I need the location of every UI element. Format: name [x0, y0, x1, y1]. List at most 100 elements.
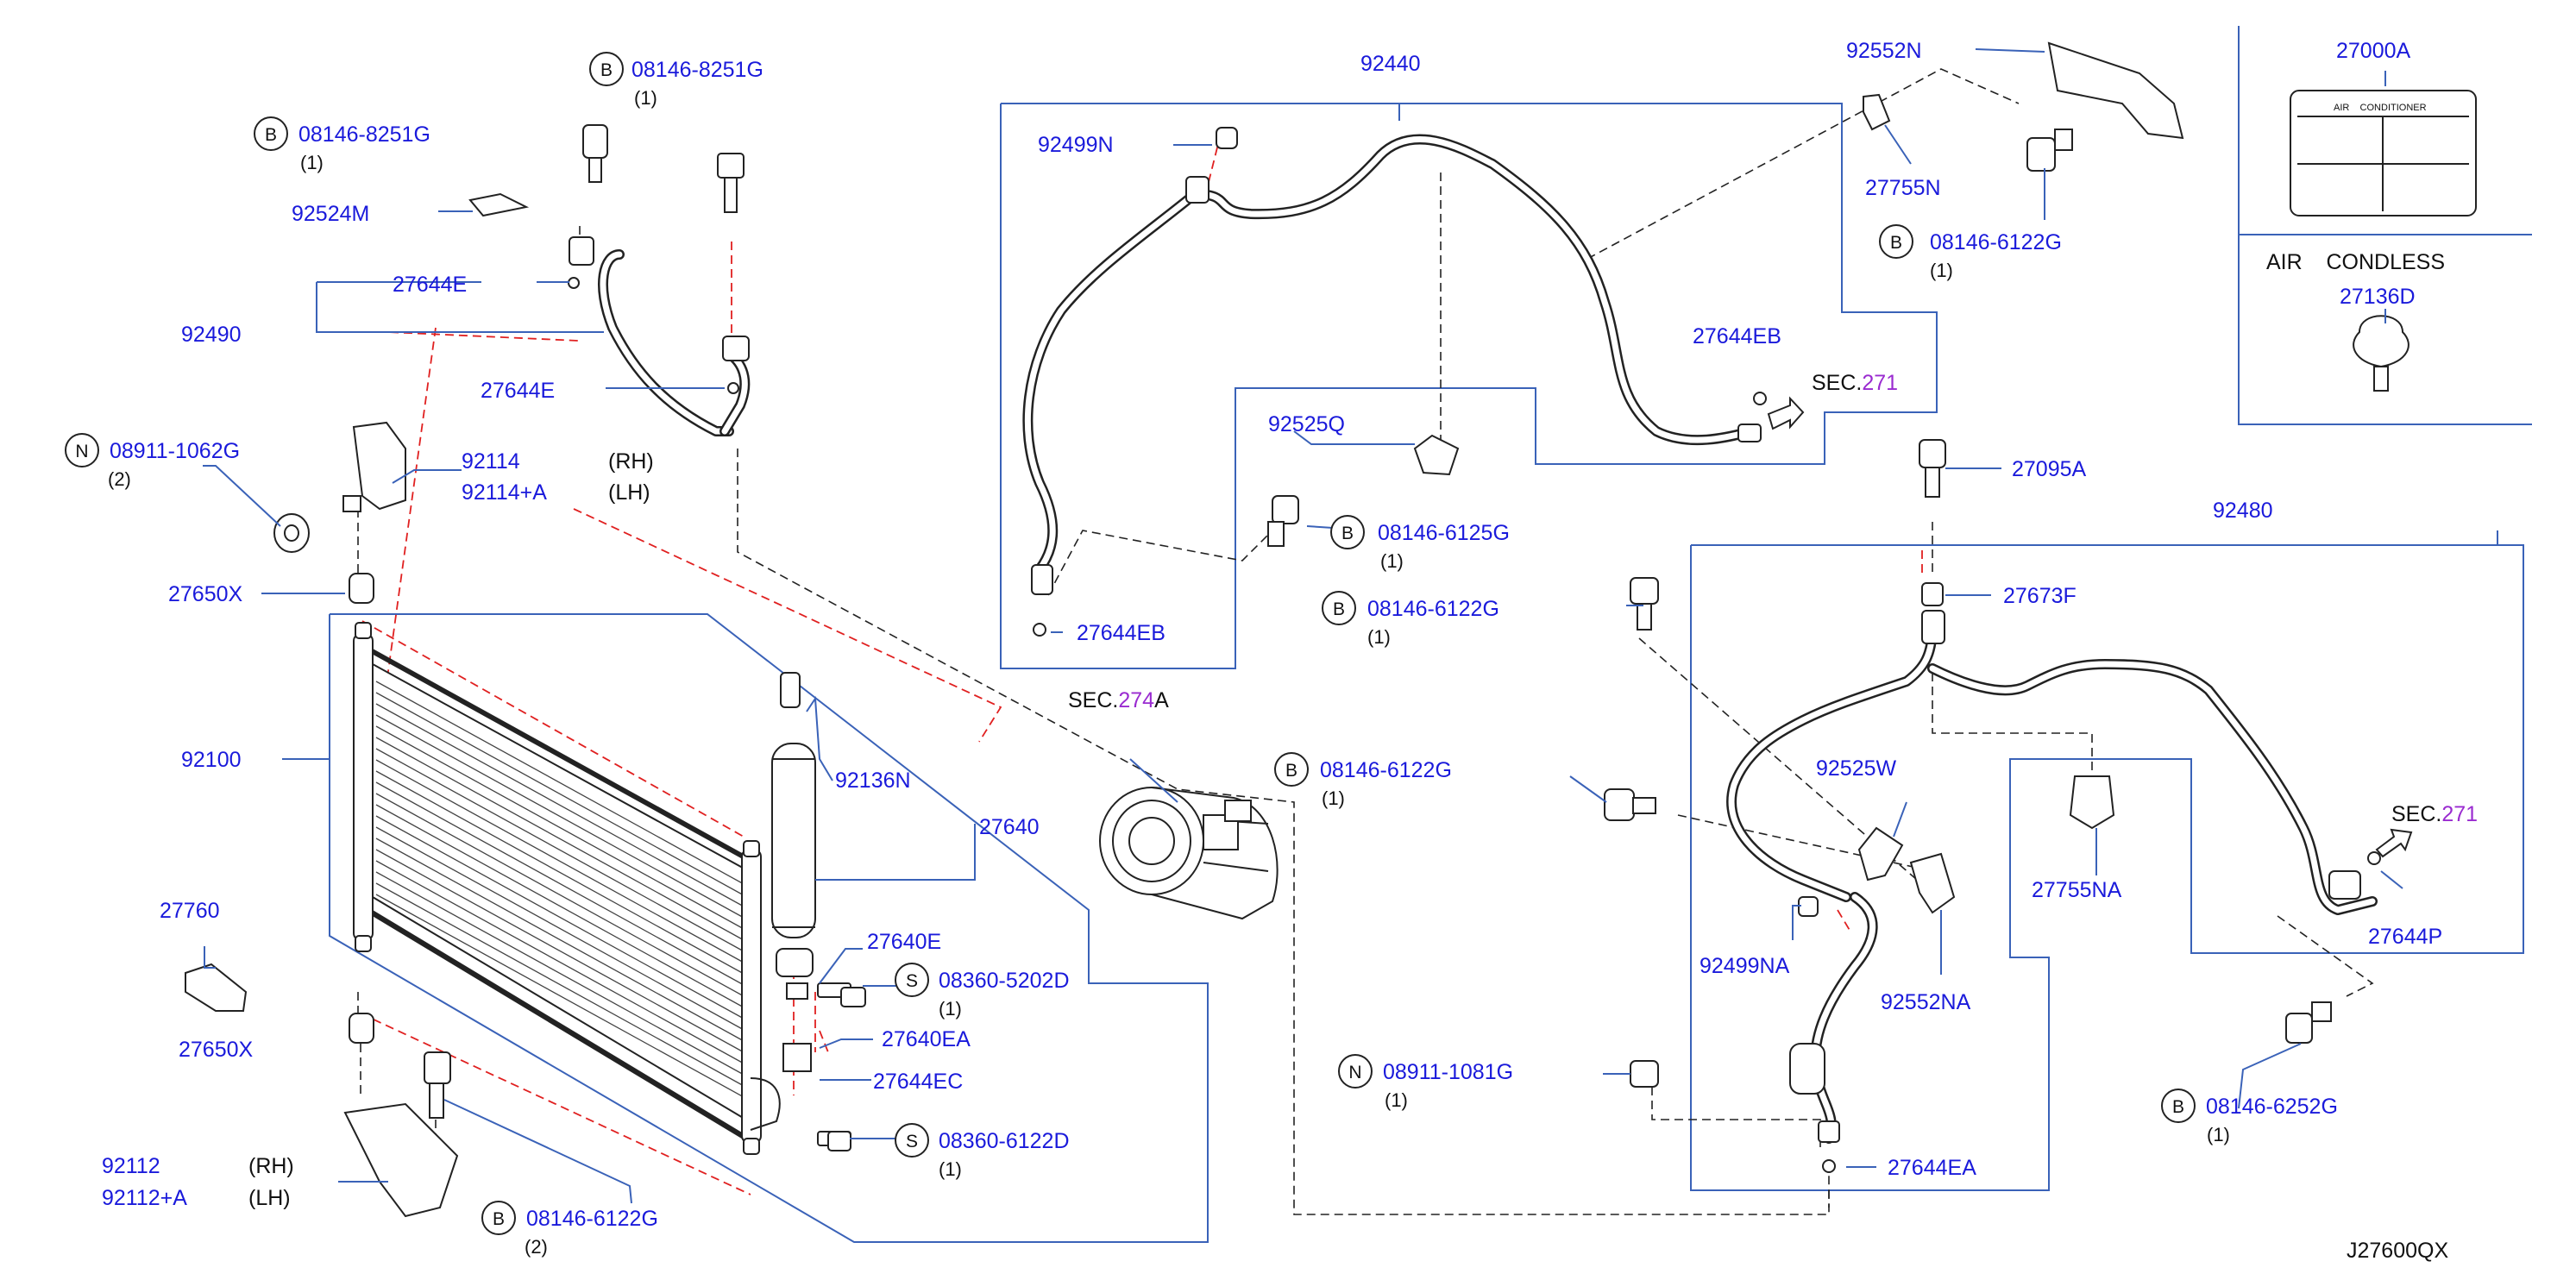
label-sec-271-a: SEC.271 [1812, 371, 1898, 395]
condenser-fin [375, 748, 746, 953]
bolt-icon [2026, 137, 2056, 172]
label-27644EA: 27644EA [1888, 1156, 1976, 1180]
label-rh: (RH) [608, 449, 654, 474]
label-nut-08911-1081G: 08911-1081G [1383, 1060, 1513, 1084]
circle-letter-b: B [493, 1209, 505, 1229]
label-92480: 92480 [2213, 499, 2273, 523]
label-92112A: 92112+A [102, 1186, 187, 1210]
circle-letter-b: B [265, 125, 277, 145]
arrow-right-icon [1767, 396, 1805, 430]
label-92524M: 92524M [292, 202, 369, 226]
label-bolt-08146-8251G-top: 08146-8251G [631, 58, 763, 82]
label-qty: (2) [525, 1236, 548, 1258]
cap-27673F [1921, 582, 1944, 606]
mount-27650X-lower [349, 1013, 374, 1044]
label-27644E-a: 27644E [393, 273, 467, 297]
hose-92490 [568, 236, 751, 436]
label-27760: 27760 [160, 899, 220, 923]
label-qty: (1) [1380, 550, 1404, 572]
clamp-92525Q [1413, 434, 1460, 476]
label-27640E: 27640E [867, 930, 941, 954]
label-bolt-08146-6122G-mid: 08146-6122G [1367, 597, 1499, 621]
label-27095A: 27095A [2012, 457, 2087, 481]
hose-92440 [1022, 134, 1767, 637]
label-92136N: 92136N [835, 769, 911, 793]
nut-icon [273, 513, 310, 553]
circled-letters: B B N B S S B B B B N B [65, 52, 2196, 1235]
clamp-92525W [1857, 826, 1904, 882]
label-27644P: 27644P [2368, 925, 2442, 949]
label-qty: (1) [1930, 260, 1953, 281]
circle-letter-b: B [600, 60, 613, 80]
condenser-fin [375, 849, 746, 1054]
hardware-parts [185, 41, 2477, 1218]
circle-letter-b: B [1341, 524, 1354, 543]
screw-icon [827, 1131, 851, 1151]
circle-letter-b: B [2172, 1097, 2184, 1117]
label-air-condless: AIR CONDLESS [2266, 250, 2445, 274]
condenser-fin [375, 826, 746, 1032]
label-bolt-08146-6122G-tr: 08146-6122G [1930, 230, 2062, 254]
condenser-fin [375, 770, 746, 976]
condenser-fin [375, 759, 746, 964]
label-sec-271-b: SEC.271 [2391, 802, 2478, 826]
label-92499NA: 92499NA [1700, 954, 1790, 978]
condenser-fin [375, 838, 746, 1043]
compressor [1099, 787, 1279, 920]
label-27650X-a: 27650X [168, 582, 243, 606]
label-27136D: 27136D [2340, 285, 2416, 309]
clip-92524M [468, 192, 530, 217]
label-bolt-08146-6125G: 08146-6125G [1378, 521, 1510, 545]
condenser-fin [375, 681, 746, 886]
label-27650X-b: 27650X [179, 1038, 254, 1062]
label-screw-08360-6122D: 08360-6122D [939, 1129, 1070, 1153]
label-lh: (LH) [248, 1186, 291, 1210]
label-92114A: 92114+A [462, 480, 547, 505]
circle-letter-b: B [1285, 761, 1297, 781]
bolt-icon [1604, 788, 1635, 821]
hose-92480 [1726, 610, 2381, 1173]
arrow-right-icon [2375, 828, 2413, 858]
label-qty: (1) [1322, 787, 1345, 809]
label-92499N: 92499N [1038, 133, 1114, 157]
label-92100: 92100 [181, 748, 242, 772]
label-27755NA: 27755NA [2032, 878, 2122, 902]
frame-condenser [329, 613, 1209, 1243]
section-arrows [1767, 396, 2413, 858]
condenser-fin [375, 725, 746, 931]
label-nut-08911-1062G: 08911-1062G [110, 439, 240, 463]
bracket-92552N [2047, 41, 2184, 140]
label-92490: 92490 [181, 323, 242, 347]
label-27644EB-b: 27644EB [1693, 324, 1781, 348]
label-92525W: 92525W [1816, 756, 1897, 781]
condenser-fin [375, 714, 746, 919]
condenser-fin [375, 882, 746, 1088]
condenser-fin [375, 894, 746, 1099]
label-sec-274A: SEC.274A [1068, 688, 1169, 712]
bolt-icon [717, 153, 745, 179]
label-92552N: 92552N [1846, 39, 1922, 63]
label-bolt-08146-6122G-comp: 08146-6122G [1320, 758, 1452, 782]
decal-text: AIR CONDITIONER [2334, 103, 2427, 113]
screw-icon [840, 987, 866, 1007]
circle-letter-b: B [1333, 599, 1345, 619]
group-frames [329, 26, 2532, 1243]
cap-92499NA [1798, 896, 1819, 917]
frame-legend [2238, 26, 2532, 425]
label-27644EC: 27644EC [873, 1070, 963, 1094]
condenser-fin [375, 703, 746, 908]
label-27640: 27640 [979, 815, 1040, 839]
label-bolt-08146-8251G-left: 08146-8251G [298, 122, 430, 147]
cap-92499N [1216, 127, 1238, 149]
group-labels: 08146-8251G (1) 08146-8251G (1) 92524M 2… [102, 39, 2478, 1263]
bolt-icon [582, 124, 608, 159]
label-qty: (1) [1385, 1089, 1408, 1111]
circle-letter-n: N [1348, 1063, 1361, 1082]
label-qty: (1) [2207, 1124, 2230, 1145]
plug-27136D [2353, 315, 2410, 368]
condenser-fin [375, 737, 746, 942]
label-27000A: 27000A [2336, 39, 2411, 63]
clip-27755N [1863, 93, 1891, 131]
bolt-icon [1919, 439, 1946, 468]
